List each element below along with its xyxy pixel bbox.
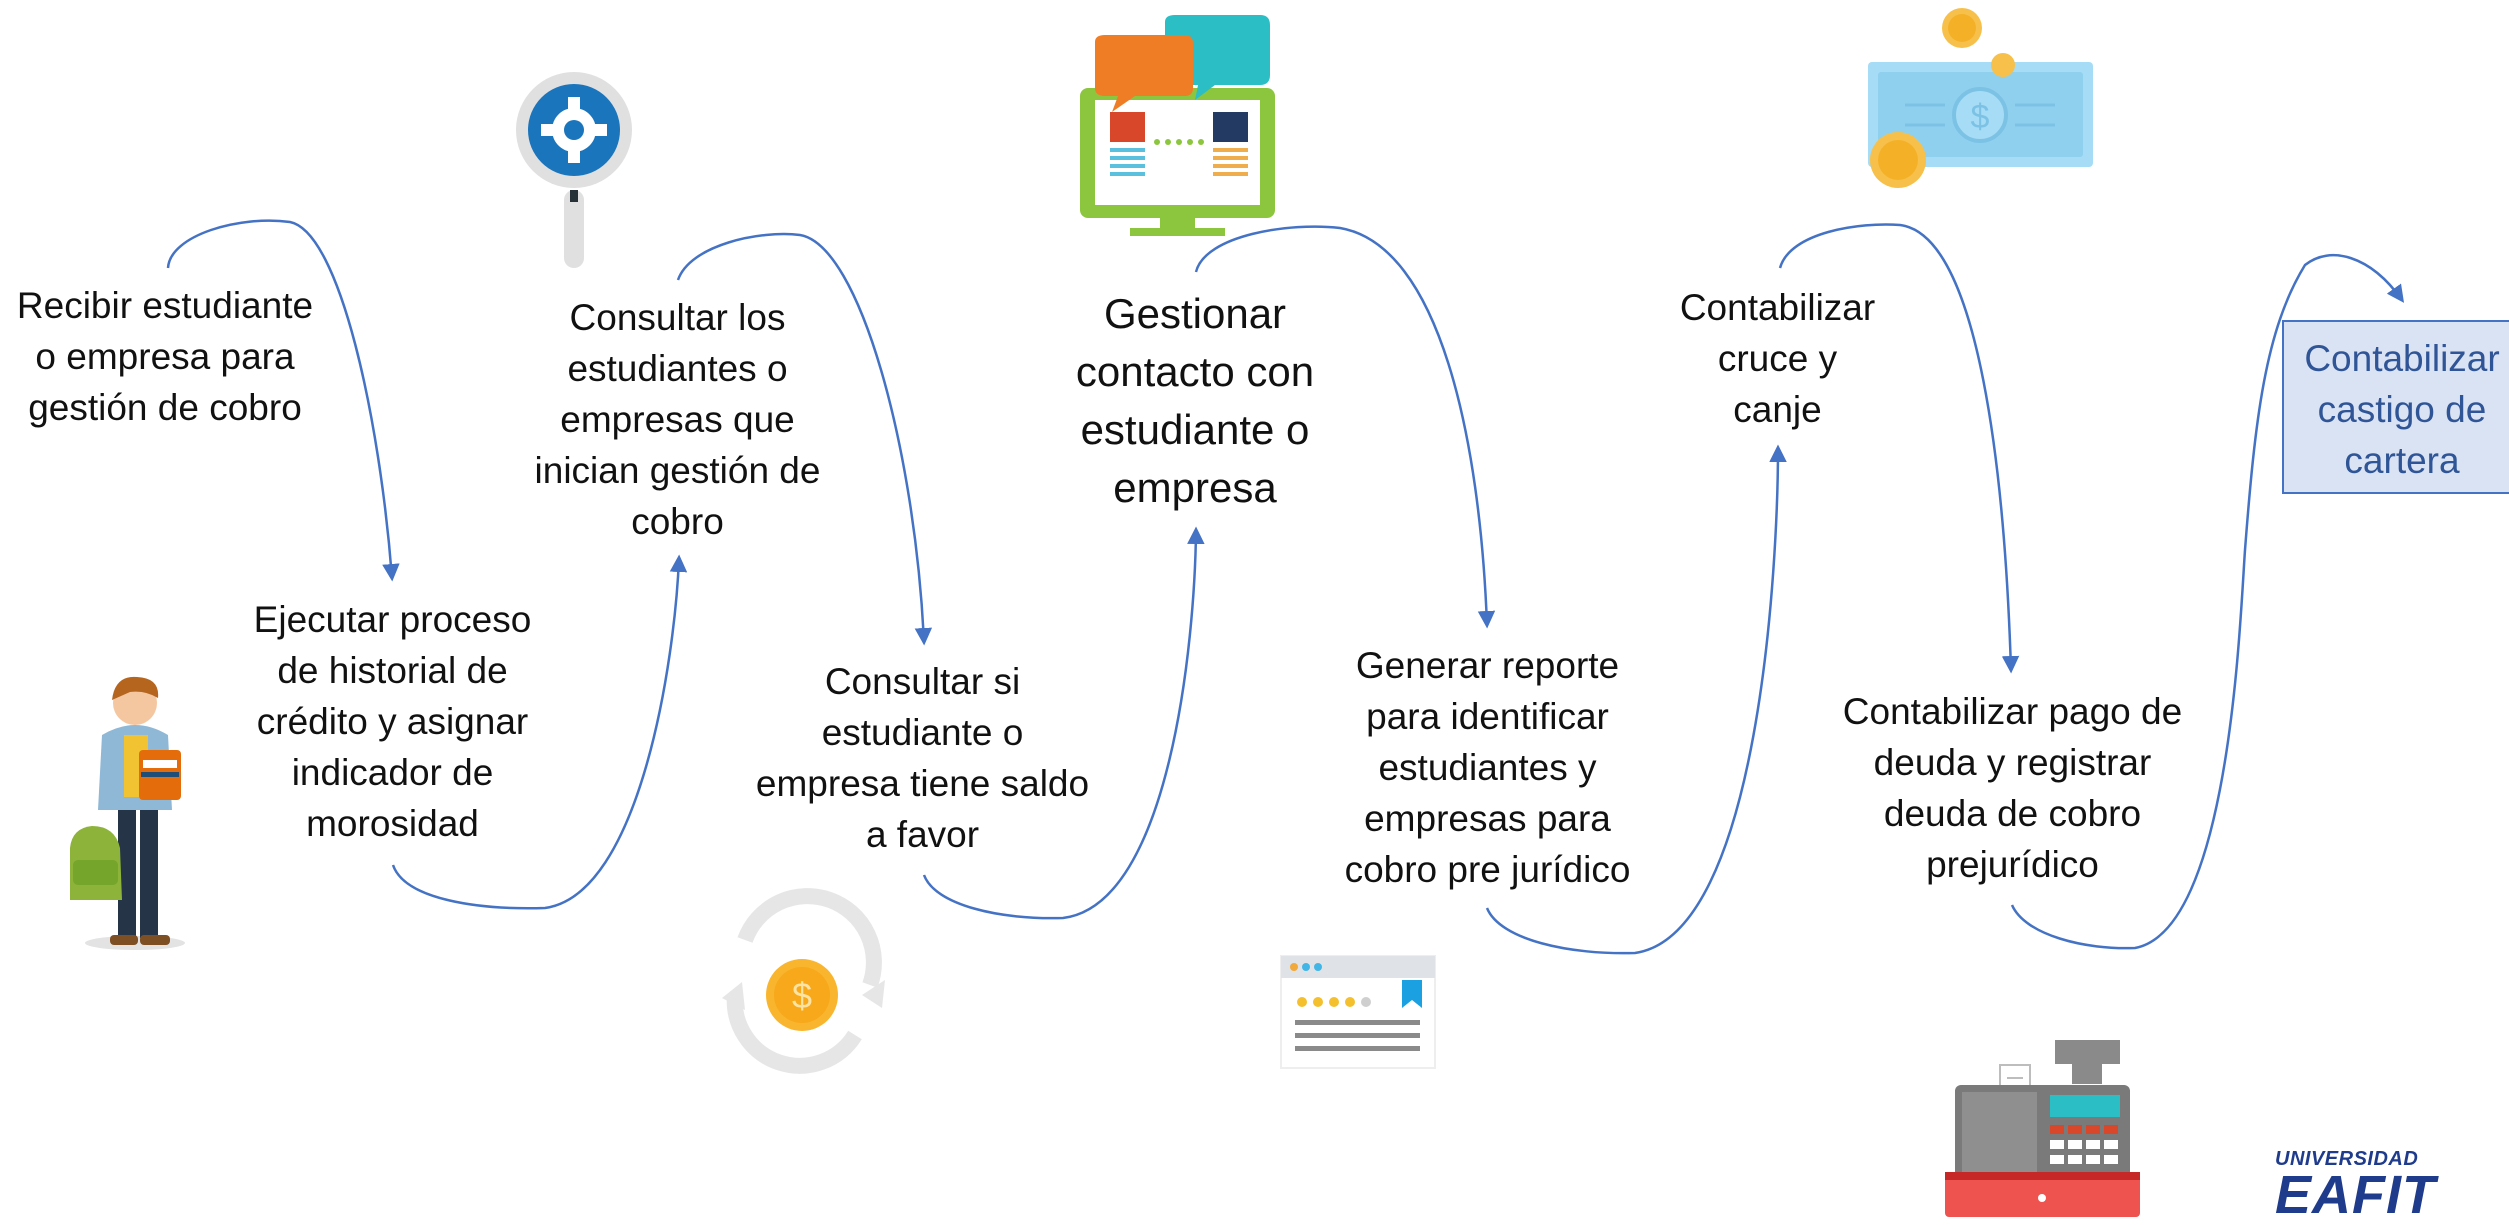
svg-text:$: $ bbox=[792, 975, 812, 1016]
connector-5-6 bbox=[1194, 225, 1496, 629]
banknote-icon: $ bbox=[1868, 8, 2093, 188]
chat-monitor-icon bbox=[1080, 15, 1275, 236]
logo-line2: EAFIT bbox=[2275, 1165, 2436, 1225]
connector-4-5 bbox=[922, 526, 1205, 920]
svg-text:$: $ bbox=[1971, 98, 1990, 136]
step-9-box: Contabilizar castigo de cartera bbox=[2282, 320, 2509, 494]
student-icon bbox=[70, 676, 185, 950]
step-8-text: Contabilizar pago de deuda y registrar d… bbox=[1842, 691, 2183, 885]
step-6-text: Generar reporte para identificar estudia… bbox=[1344, 645, 1631, 890]
connector-1-2 bbox=[166, 219, 400, 582]
step-2-text: Ejecutar proceso de historial de crédito… bbox=[253, 599, 532, 844]
connector-6-7 bbox=[1485, 444, 1787, 955]
step-4-text: Consultar si estudiante o empresa tiene … bbox=[755, 661, 1090, 855]
gear-magnifier-icon bbox=[516, 72, 632, 268]
cash-register-icon bbox=[1945, 1040, 2140, 1217]
connector-7-8 bbox=[1778, 223, 2020, 674]
report-card-icon bbox=[1280, 955, 1436, 1069]
step-1-text: Recibir estudiante o empresa para gestió… bbox=[16, 285, 314, 428]
connector-8-9 bbox=[2010, 253, 2405, 950]
connector-3-4 bbox=[676, 232, 933, 646]
money-cycle-icon: $ bbox=[722, 888, 885, 1074]
step-7-text: Contabilizar cruce y canje bbox=[1679, 287, 1876, 430]
step-3-text: Consultar los estudiantes o empresas que… bbox=[534, 297, 821, 542]
connector-2-3 bbox=[391, 554, 688, 910]
logo-line1: UNIVERSIDAD bbox=[2275, 1148, 2419, 1170]
eafit-logo: UNIVERSIDAD EAFIT bbox=[2275, 1148, 2445, 1225]
step-5-text: Gestionar contacto con estudiante o empr… bbox=[1075, 290, 1315, 511]
